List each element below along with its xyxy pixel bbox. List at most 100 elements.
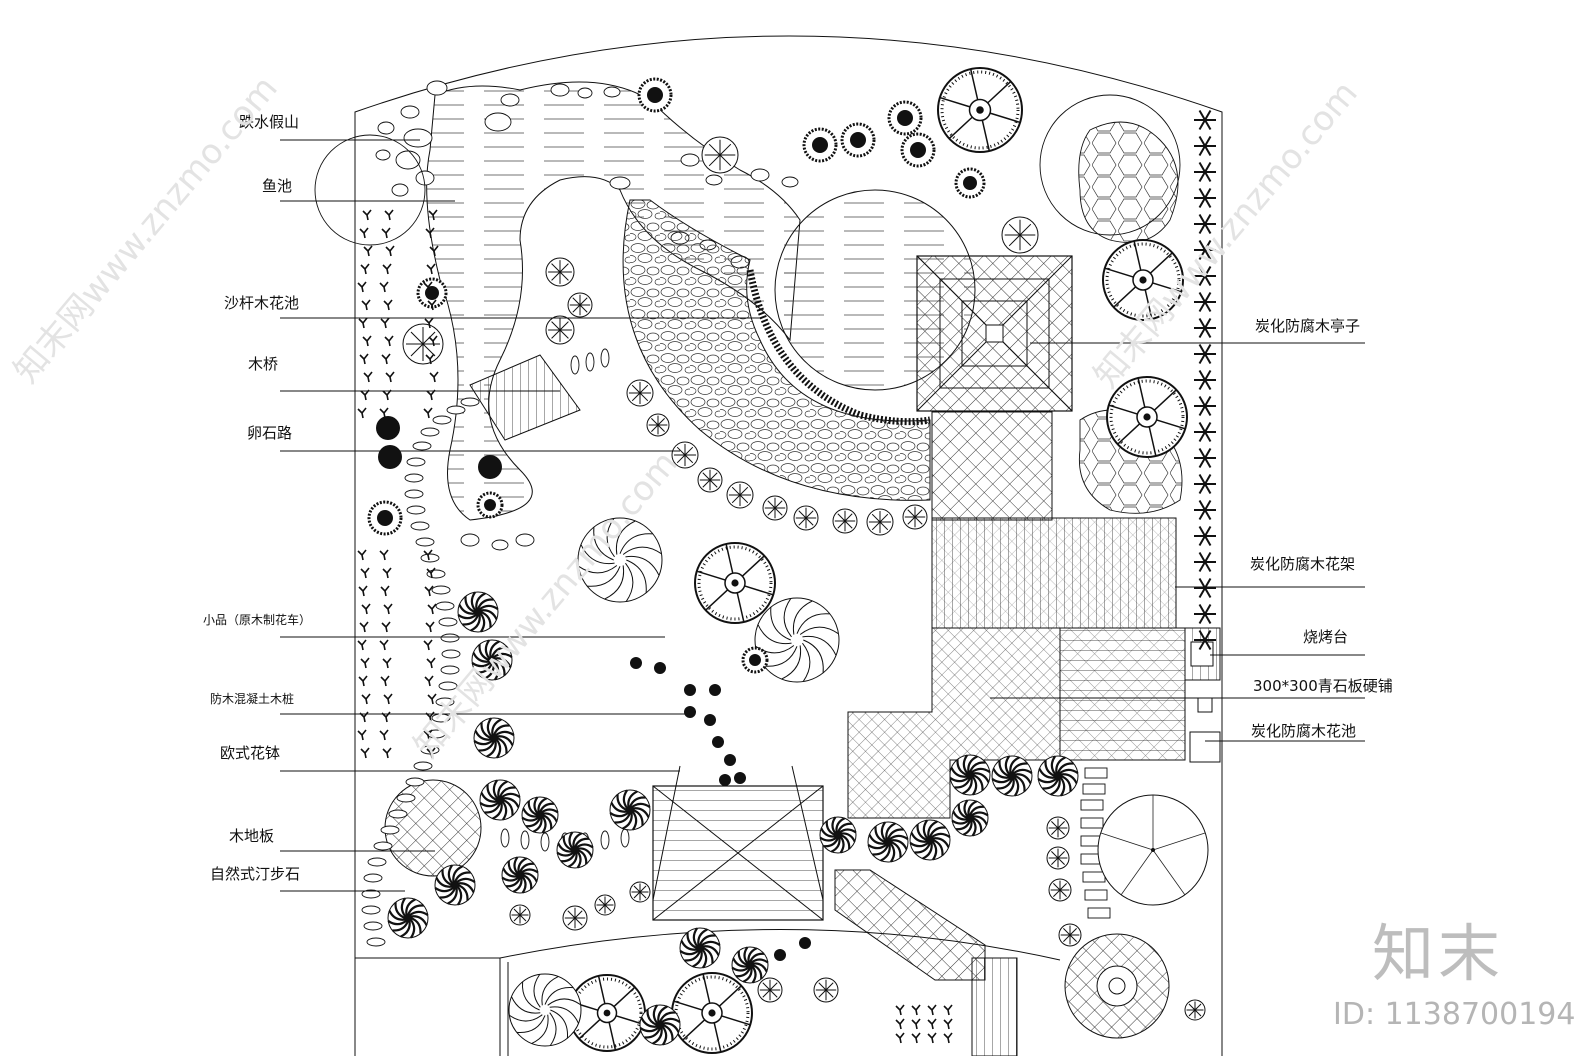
groundcover-mark-icon xyxy=(427,299,437,311)
spiral-tree-icon xyxy=(387,897,429,939)
groundcover-mark-icon xyxy=(359,353,369,365)
groundcover-mark-icon xyxy=(380,675,390,687)
dark-tree-icon xyxy=(724,754,736,766)
bluestone-paving-area xyxy=(847,627,1186,819)
groundcover-mark-icon xyxy=(429,371,439,383)
dense-shrub-icon xyxy=(367,500,403,536)
dark-tree-icon xyxy=(378,445,402,469)
groundcover-mark-icon xyxy=(359,621,369,633)
groundcover-mark-icon xyxy=(360,747,370,759)
dense-shrub-icon xyxy=(741,646,769,674)
hedge-shrub-icon xyxy=(1194,603,1216,625)
watermark-id: ID: 1138700194 xyxy=(1333,997,1575,1032)
groundcover-mark-icon xyxy=(359,227,369,239)
pie-paving xyxy=(1097,794,1209,906)
shrub-icon xyxy=(671,441,699,469)
hedge-shrub-icon xyxy=(1194,395,1216,417)
hedge-shrub-icon xyxy=(1194,291,1216,313)
shrub-icon xyxy=(545,257,575,287)
groundcover-mark-icon xyxy=(379,549,389,561)
groundcover-mark-icon xyxy=(385,371,395,383)
shrub-icon xyxy=(594,894,616,916)
groundcover-mark-icon xyxy=(426,263,436,275)
groundcover-mark-icon xyxy=(362,209,372,221)
groundcover-mark-icon xyxy=(361,693,371,705)
spiral-tree-icon xyxy=(679,927,721,969)
shrub-icon xyxy=(1046,816,1070,840)
label-feature-cart: 小品（原木制花车） xyxy=(203,612,311,627)
groundcover-mark-icon xyxy=(383,603,393,615)
groundcover-mark-icon xyxy=(428,209,438,221)
groundcover-mark-icon xyxy=(423,281,433,293)
dark-tree-icon xyxy=(376,416,400,440)
spiral-tree-icon xyxy=(949,754,991,796)
groundcover-mark-icon xyxy=(357,729,367,741)
groundcover-mark-icon xyxy=(423,729,433,741)
groundcover-mark-icon xyxy=(361,603,371,615)
canopy-tree-icon xyxy=(671,972,753,1054)
groundcover-mark-icon xyxy=(360,567,370,579)
shrub-icon xyxy=(762,495,788,521)
groundcover-mark-icon xyxy=(384,209,394,221)
shrub-icon xyxy=(646,413,670,437)
shrub-icon xyxy=(726,481,754,509)
dense-shrub-icon xyxy=(840,122,876,158)
groundcover-mark-icon xyxy=(382,657,392,669)
groundcover-mark-icon xyxy=(383,693,393,705)
hedge-shrub-icon xyxy=(1194,239,1216,261)
groundcover-mark-icon xyxy=(357,639,367,651)
groundcover-mark-icon xyxy=(927,1032,937,1044)
spiral-tree-icon xyxy=(819,816,857,854)
hedge-column xyxy=(1194,109,1216,651)
canopy-tree-icon xyxy=(1106,376,1188,458)
groundcover-mark-icon xyxy=(384,335,394,347)
hedge-shrub-icon xyxy=(1194,343,1216,365)
groundcover-mark-icon xyxy=(426,567,436,579)
groundcover-mark-icon xyxy=(357,549,367,561)
groundcover-mark-icon xyxy=(357,281,367,293)
label-concrete-wood-piles: 防木混凝土木桩 xyxy=(210,691,294,706)
watermark-logo: 知末 xyxy=(1372,917,1504,990)
hedge-shrub-icon xyxy=(1194,525,1216,547)
groundcover-mark-icon xyxy=(423,639,433,651)
dark-tree-icon xyxy=(630,657,642,669)
groundcover-mark-icon xyxy=(425,353,435,365)
shrub-icon xyxy=(1058,923,1082,947)
groundcover-mark-icon xyxy=(423,407,433,419)
label-stepping-stones: 自然式汀步石 xyxy=(210,865,300,883)
groundcover-mark-icon xyxy=(425,621,435,633)
shrub-icon xyxy=(509,904,531,926)
groundcover-mark-icon xyxy=(358,317,368,329)
spiral-tree-icon xyxy=(471,639,513,681)
dark-tree-icon xyxy=(709,684,721,696)
groundcover-mark-icon xyxy=(927,1018,937,1030)
label-wooden-bridge: 木桥 xyxy=(248,355,278,373)
groundcover-mark-icon xyxy=(424,317,434,329)
spiral-tree-icon xyxy=(991,755,1033,797)
groundcover-mark-icon xyxy=(423,549,433,561)
canopy-tree-icon xyxy=(937,67,1023,153)
groundcover-mark-icon xyxy=(363,245,373,257)
groundcover-mark-icon xyxy=(382,747,392,759)
leader-lines xyxy=(280,139,1365,892)
label-fish-pond: 鱼池 xyxy=(262,177,292,195)
dark-tree-icon xyxy=(734,772,746,784)
groundcover-mark-icon xyxy=(360,263,370,275)
groundcover-mark-icon xyxy=(358,585,368,597)
dark-tree-icon xyxy=(719,774,731,786)
groundcover-mark-icon xyxy=(380,317,390,329)
groundcover-mark-icon xyxy=(357,407,367,419)
groundcover-mark-icon xyxy=(911,1018,921,1030)
groundcover-mark-icon xyxy=(380,585,390,597)
groundcover-mark-icon xyxy=(895,1032,905,1044)
groundcover-mark-icon xyxy=(943,1018,953,1030)
hedge-shrub-icon xyxy=(1194,161,1216,183)
groundcover-mark-icon xyxy=(927,1004,937,1016)
groundcover-mark-icon xyxy=(379,407,389,419)
hedge-shrub-icon xyxy=(1194,447,1216,469)
hedge-shrub-icon xyxy=(1194,317,1216,339)
shrub-icon xyxy=(567,292,593,318)
bottom-stair-deck xyxy=(834,869,1018,1056)
groundcover-mark-icon xyxy=(428,335,438,347)
canopy-tree-icon xyxy=(694,542,776,624)
